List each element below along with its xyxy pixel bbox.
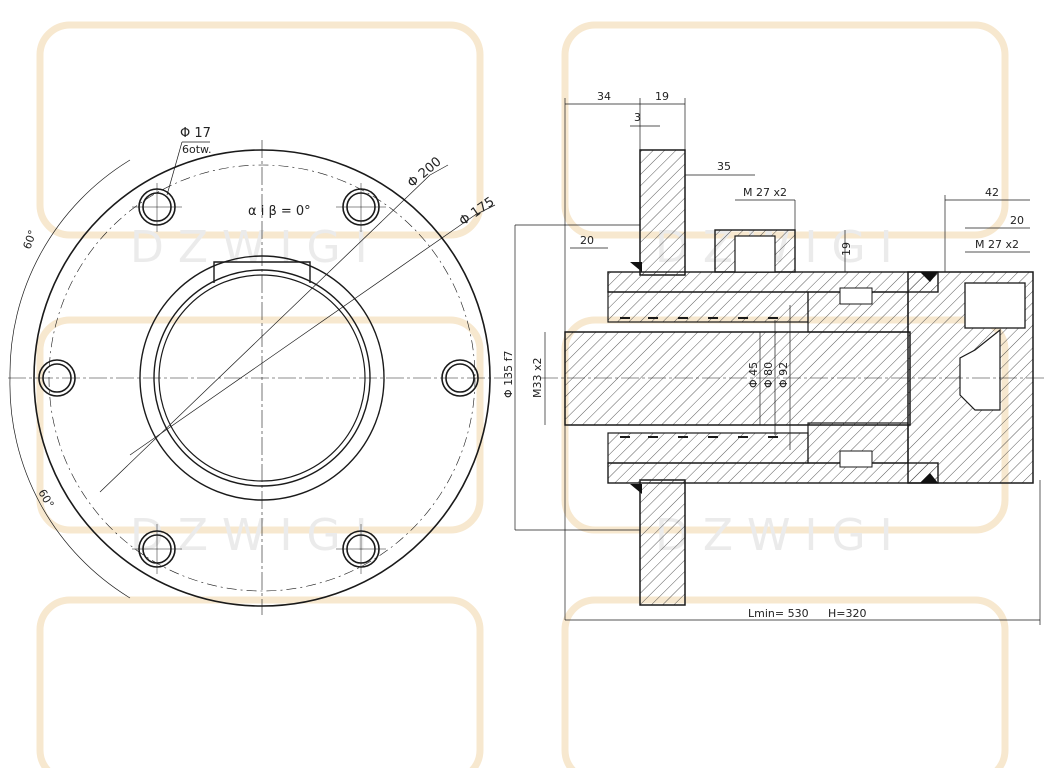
angle-label: α i β = 0° (248, 204, 311, 219)
dim-34: 34 (597, 90, 611, 103)
section-view (540, 149, 1046, 606)
hole-count-label: 6otw. (182, 143, 212, 156)
dim-19-top: 19 (655, 90, 669, 103)
hole-diameter-label: Φ 17 (180, 126, 211, 141)
length-min-label: Lmin= 530 (748, 607, 809, 620)
rod-diameter-label: Φ 45 (747, 362, 760, 388)
dim-20-right: 20 (1010, 214, 1024, 227)
flange-bottom (639, 479, 686, 606)
thread-port-left: M 27 x2 (743, 186, 787, 199)
flange-top (639, 149, 686, 276)
angle-top-label: 60° (21, 228, 40, 251)
watermark-label: DZWIGI (655, 510, 907, 561)
piston-diameter-label: Φ 80 (762, 362, 775, 388)
rod-thread-label: M33 x2 (531, 358, 544, 399)
dim-35: 35 (717, 160, 731, 173)
tube-wall-top (607, 271, 939, 293)
dim-19-port: 19 (840, 242, 853, 256)
dim-3: 3 (634, 111, 641, 124)
thread-port-right: M 27 x2 (975, 238, 1019, 251)
flange-diameter-label: Φ 135 f7 (502, 350, 515, 398)
bore-diameter-label: Φ 92 (777, 362, 790, 388)
front-view (8, 140, 515, 615)
piston-rod (564, 331, 911, 426)
stroke-label: H=320 (828, 607, 866, 620)
watermark-label: DZWIGI (130, 222, 382, 273)
dim-20-left: 20 (580, 234, 594, 247)
flange-outline (33, 149, 491, 607)
dimension-lines (514, 98, 1041, 625)
tube-wall-bottom (607, 462, 939, 484)
dim-42: 42 (985, 186, 999, 199)
section-view-labels: 34 19 3 35 M 27 x2 19 42 20 M 27 x2 20 Φ… (502, 90, 1024, 620)
pcd-outer-label: Φ 200 (405, 154, 445, 191)
